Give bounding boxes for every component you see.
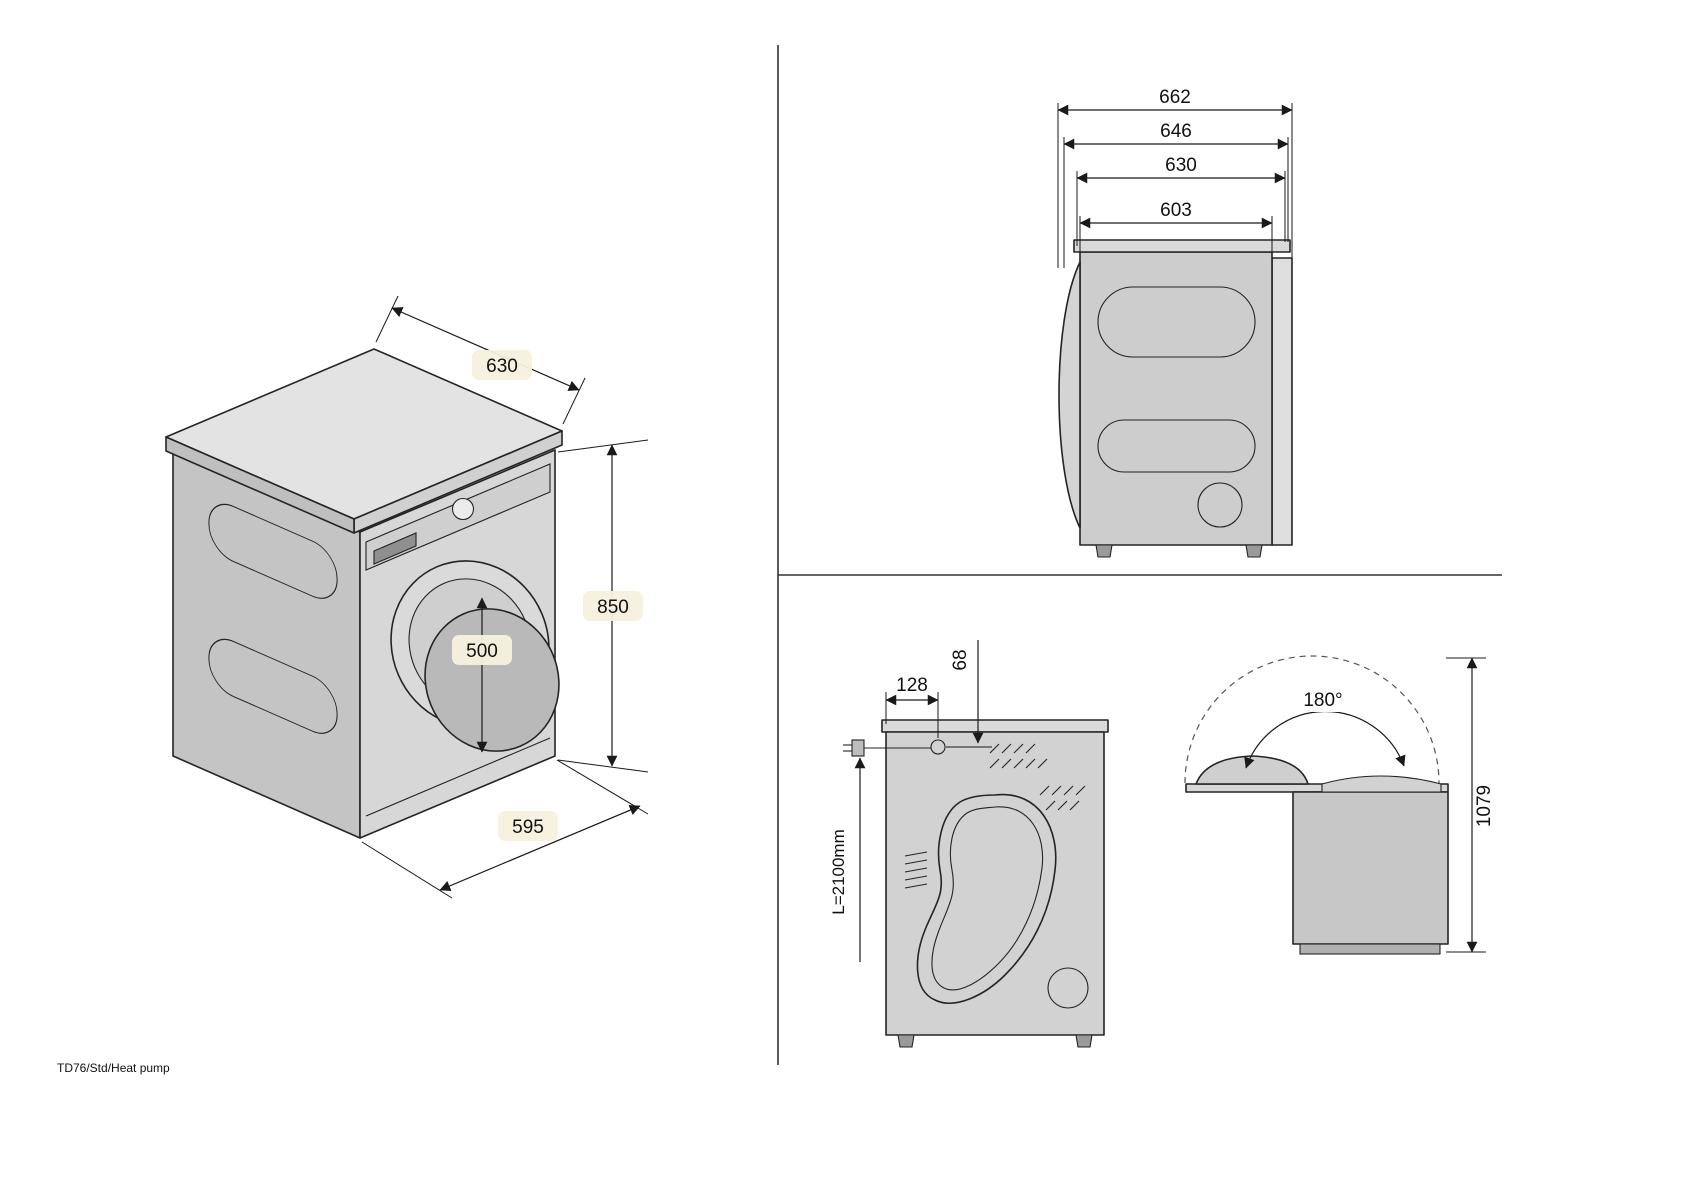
swing-door-closed — [1321, 775, 1442, 793]
side-oval-top — [1097, 286, 1256, 358]
side-dim-overall: 662 — [1057, 87, 1293, 116]
rear-dim-cable-y-label: 68 — [950, 649, 971, 670]
side-dim-cabinet: 603 — [1079, 200, 1273, 229]
iso-dim-width: 595 — [361, 759, 649, 899]
side-view: 662 646 630 603 — [1057, 87, 1293, 558]
iso-dim-depth: 630 — [375, 295, 586, 425]
swing-dim-height-label: 1079 — [1474, 785, 1495, 827]
swing-angle-halo — [1292, 688, 1354, 712]
rear-worktop — [881, 719, 1109, 733]
iso-side-oval-top — [208, 503, 338, 599]
rear-foot-left — [897, 1034, 915, 1048]
side-dim-body: 630 — [1076, 155, 1286, 184]
rear-body — [885, 731, 1105, 1036]
iso-dim-height-halo — [583, 591, 643, 621]
side-worktop — [1073, 239, 1291, 253]
rear-view: 128 68 L=2100mm — [829, 640, 1109, 1048]
rear-foot-right — [1075, 1034, 1093, 1048]
iso-dim-height-label: 850 — [597, 597, 629, 618]
cable-gland — [930, 739, 946, 755]
door-swing-dashed-arc — [1184, 655, 1440, 784]
plug-body — [851, 739, 865, 757]
rear-dim-cable-length-label: L=2100mm — [829, 829, 848, 915]
side-dim-with-door: 646 — [1063, 121, 1289, 150]
iso-dim-depth-halo — [472, 350, 532, 380]
swing-angle-dim: 180° — [1244, 688, 1406, 769]
rear-dim-cable-x-label: 128 — [896, 675, 928, 696]
rear-dim-cable-length: L=2100mm — [829, 757, 866, 962]
iso-display-window — [373, 532, 417, 565]
side-foot-right — [1245, 544, 1263, 558]
side-dim-overall-label: 662 — [1159, 87, 1191, 108]
rear-drain-circle — [1047, 967, 1089, 1009]
iso-program-knob — [451, 497, 475, 521]
side-dim-cabinet-label: 603 — [1160, 200, 1192, 221]
rear-dim-cable-y: 68 — [946, 640, 992, 748]
rear-vent-left — [904, 851, 928, 889]
iso-side-embossing — [208, 503, 338, 734]
side-service-circle — [1197, 482, 1243, 528]
rear-channel-inner — [931, 806, 1044, 991]
swing-base — [1299, 943, 1441, 955]
side-foot-left — [1095, 544, 1113, 558]
rear-vent-right — [1039, 785, 1086, 811]
side-dim-with-door-label: 646 — [1160, 121, 1192, 142]
door-swing-view: 180° 1079 — [1184, 655, 1495, 955]
iso-dim-door-label: 500 — [466, 641, 498, 662]
swing-body — [1292, 791, 1449, 945]
iso-dim-width-halo — [498, 811, 558, 841]
iso-dim-depth-label: 630 — [486, 356, 518, 377]
side-door-bulge — [1058, 261, 1081, 529]
rear-power-cord — [843, 739, 946, 757]
side-extension-lines — [1057, 103, 1293, 268]
iso-dim-door-halo — [452, 635, 512, 665]
divider-lines — [777, 45, 1502, 1065]
iso-worktop-left-edge — [165, 436, 355, 534]
iso-dim-door: 500 — [452, 597, 512, 753]
rear-dim-cable-x: 128 — [885, 675, 939, 738]
model-footer-label: TD76/Std/Heat pump — [57, 1061, 170, 1075]
swing-dim-height: 1079 — [1446, 657, 1495, 953]
side-dim-body-label: 630 — [1165, 155, 1197, 176]
isometric-view: 630 850 500 595 — [165, 295, 649, 899]
iso-side-oval-bottom — [208, 638, 338, 734]
rear-vent-top — [989, 743, 1048, 769]
swing-angle-label: 180° — [1303, 690, 1342, 711]
iso-kickplate-line — [365, 737, 551, 817]
rear-channel-outer — [916, 793, 1057, 1004]
side-rear-spacer — [1271, 257, 1293, 546]
iso-dim-height: 850 — [557, 439, 649, 773]
side-oval-bottom — [1097, 419, 1256, 473]
iso-dim-width-label: 595 — [512, 817, 544, 838]
swing-door-open — [1195, 755, 1309, 785]
